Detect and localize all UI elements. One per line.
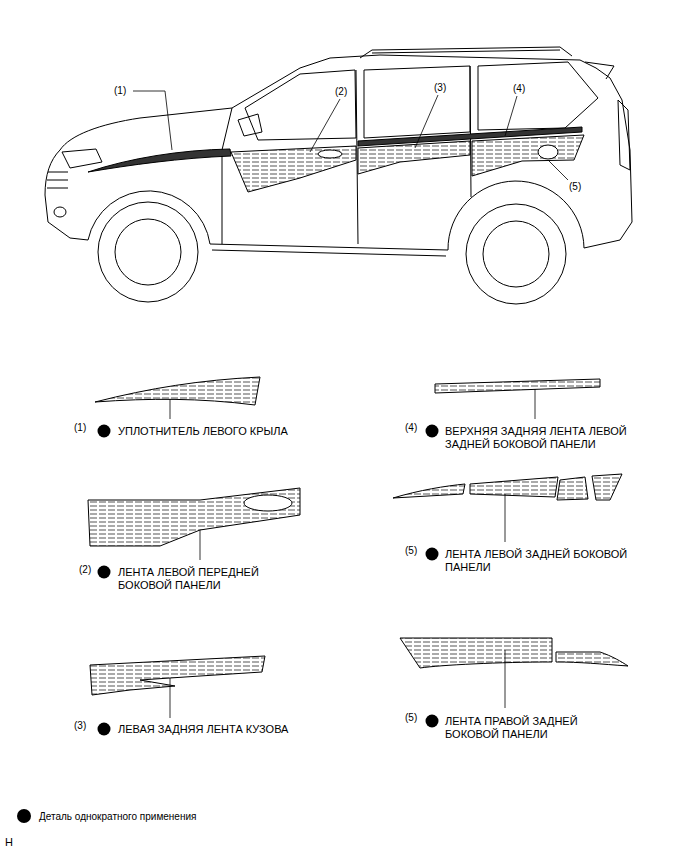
leader-line: [133, 91, 172, 150]
part-name: ЛЕНТА ПРАВОЙ ЗАДНЕЙ БОКОВОЙ ПАНЕЛИ: [444, 715, 616, 741]
spoiler: [585, 62, 614, 79]
part-2: [88, 488, 300, 546]
quarter-window: [478, 62, 598, 130]
part-5-left: [393, 484, 465, 498]
part-name: УПЛОТНИТЕЛЬ ЛЕВОГО КРЫЛА: [117, 425, 289, 438]
fuel-lid: [538, 145, 558, 159]
body-outline: [45, 55, 632, 250]
one-time-use-dot: [98, 425, 111, 438]
part-5-right: [400, 638, 552, 668]
callout-number: (3): [433, 81, 447, 94]
decals: [88, 127, 584, 192]
part-name: ВЕРХНЯЯ ЗАДНЯЯ ЛЕНТА ЛЕВОЙ ЗАДНЕЙ БОКОВО…: [444, 425, 646, 451]
leader-line: [170, 399, 171, 419]
one-time-use-dot: [98, 723, 111, 736]
part-name: ЛЕНТА ЛЕВОЙ ПЕРЕДНЕЙ БОКОВОЙ ПАНЕЛИ: [117, 566, 279, 592]
part-2-hole: [244, 495, 292, 511]
callout-number: (5): [404, 711, 418, 724]
callout-number: (5): [568, 180, 582, 193]
one-time-use-dot: [426, 715, 439, 728]
rim: [483, 221, 549, 287]
part-4: [435, 379, 600, 393]
leader-line: [170, 678, 171, 718]
part-5-left: [592, 474, 622, 500]
leader-line: [548, 160, 568, 180]
part-5-right: [556, 652, 628, 666]
side-step: [212, 250, 446, 256]
fog-light: [54, 207, 66, 217]
leader-line: [310, 99, 340, 152]
leader-line: [415, 95, 438, 148]
tail-light: [618, 100, 630, 170]
callout-number: (1): [73, 421, 87, 434]
leader-line: [200, 530, 201, 560]
callout-number: (2): [334, 85, 348, 98]
decal: [231, 146, 356, 192]
leader-line: [535, 389, 536, 419]
grille: [47, 172, 68, 188]
one-time-use-dot: [98, 566, 111, 579]
callout-number: (1): [113, 84, 127, 97]
rim: [115, 219, 181, 285]
tire: [98, 202, 198, 302]
roof-rack: [360, 47, 572, 58]
legend-text: Деталь однократного применения: [38, 810, 197, 823]
door-line: [222, 66, 471, 244]
part-name: ЛЕНТА ЛЕВОЙ ЗАДНЕЙ БОКОВОЙ ПАНЕЛИ: [444, 548, 646, 574]
decal: [472, 135, 584, 176]
callout-number: (4): [512, 82, 526, 95]
one-time-use-dot: [426, 425, 439, 438]
part-5-left: [557, 477, 588, 500]
one-time-use-markers: [17, 425, 439, 824]
vehicle: [45, 47, 632, 304]
leader-line: [505, 650, 506, 708]
part-3: [90, 656, 265, 695]
callout-number: (5): [404, 544, 418, 557]
page-mark: H: [4, 836, 14, 849]
one-time-use-dot: [426, 548, 439, 561]
tire: [466, 204, 566, 304]
headlight: [62, 149, 102, 168]
part-5-left: [470, 477, 558, 497]
leader-lines: [133, 91, 568, 180]
mirror: [238, 114, 262, 136]
callout-number: (4): [404, 421, 418, 434]
decal: [358, 141, 470, 174]
part-1: [95, 377, 260, 405]
part-name: ЛЕВАЯ ЗАДНЯЯ ЛЕНТА КУЗОВА: [117, 723, 289, 736]
callout-number: (2): [78, 563, 92, 576]
decal: [88, 149, 231, 172]
callout-number: (3): [73, 719, 87, 732]
rear-window: [364, 66, 470, 138]
legend-symbol: [17, 809, 31, 823]
door-handle: [318, 150, 342, 158]
leader-line: [505, 96, 517, 136]
leader-line: [505, 494, 506, 542]
